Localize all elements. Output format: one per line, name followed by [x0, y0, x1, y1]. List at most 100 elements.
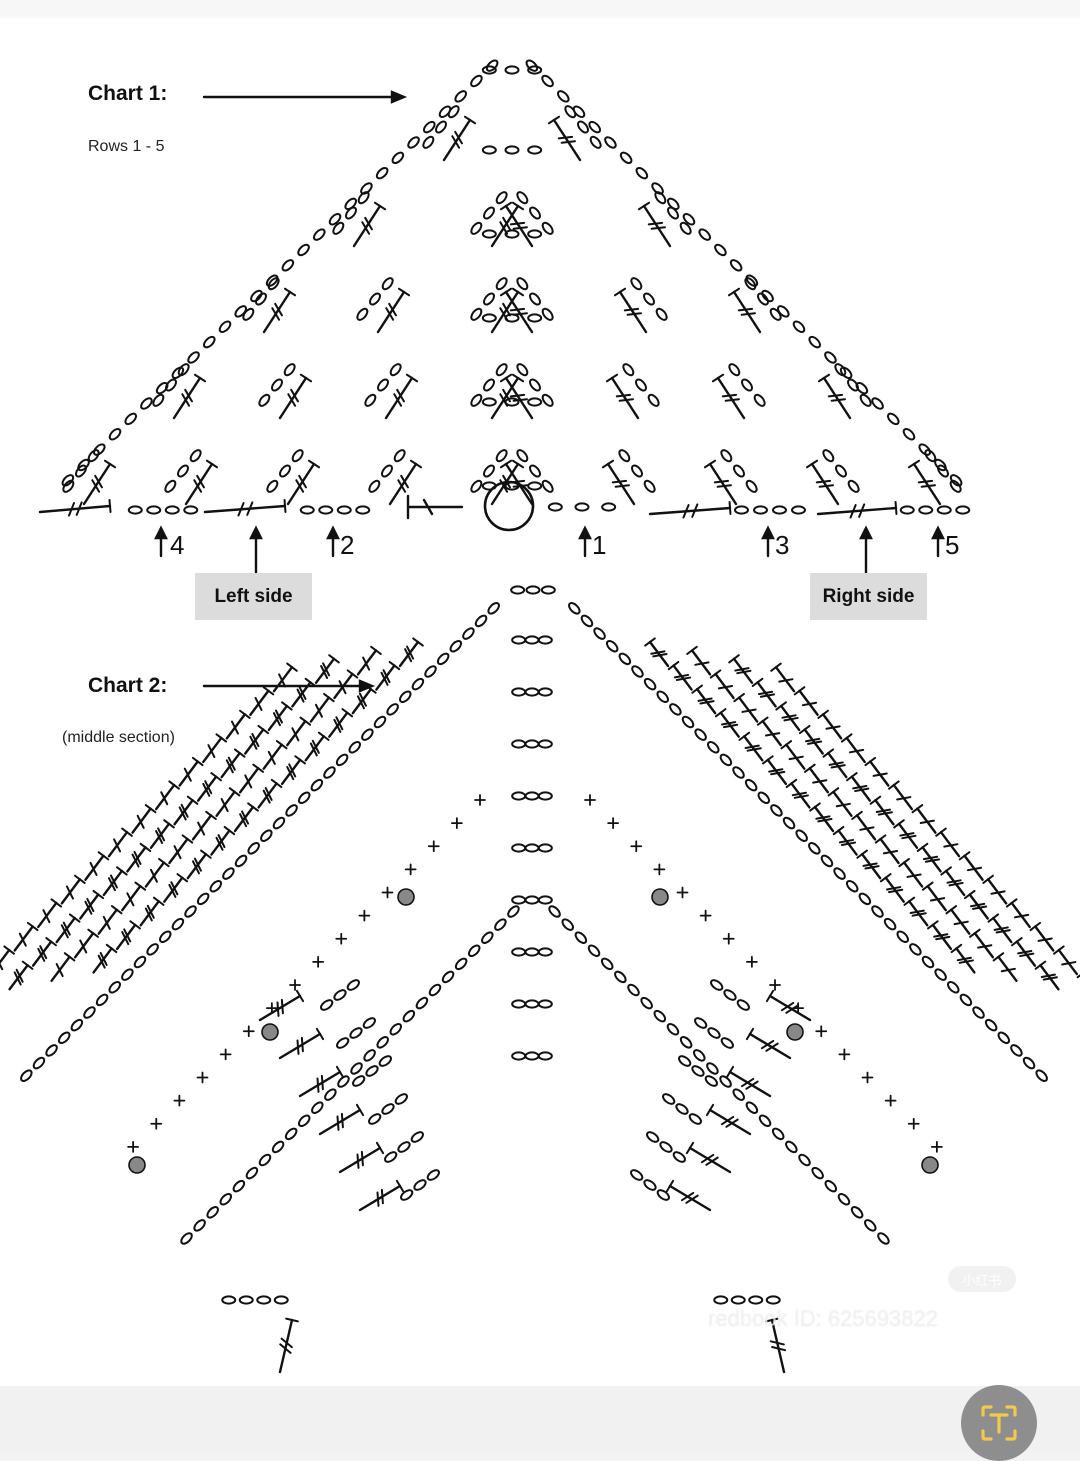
- bobble-stitch: [397, 888, 415, 906]
- treble-stitch: [775, 701, 801, 732]
- chain-stitches: [710, 979, 750, 1011]
- chain-stitches: [481, 481, 543, 491]
- treble-stitch: [940, 866, 966, 897]
- treble-stitch: [238, 763, 264, 794]
- crochet-chart-canvas: [0, 18, 1080, 1386]
- treble-stitch: [131, 804, 157, 834]
- treble-stitch: [780, 740, 806, 770]
- chain-stitches: [822, 449, 860, 493]
- treble-stitch: [888, 780, 914, 811]
- single-crochet: [722, 932, 735, 945]
- chain-stitches: [646, 1131, 686, 1163]
- single-crochet: [474, 794, 486, 806]
- chain-stitches: [481, 229, 543, 239]
- chain-stitches: [481, 145, 543, 155]
- treble-stitch: [490, 459, 525, 506]
- treble-stitch: [874, 834, 900, 865]
- single-crochet: [173, 1094, 186, 1107]
- chain-stitches: [720, 449, 758, 493]
- treble-stitch: [982, 874, 1008, 905]
- treble-stitch: [832, 825, 858, 856]
- treble-stitch: [168, 834, 194, 865]
- treble-stitch: [727, 287, 762, 334]
- chain-stitches: [511, 947, 553, 957]
- row-label-1: 1: [592, 530, 607, 560]
- treble-stitch: [756, 716, 782, 747]
- treble-stitch: [751, 677, 777, 708]
- chain-stitches: [511, 895, 553, 905]
- chain-stitches: [368, 449, 406, 493]
- treble-stitch: [186, 849, 212, 880]
- single-crochet: [265, 1002, 278, 1015]
- treble-stitch: [154, 780, 180, 811]
- chain-stitches: [899, 505, 971, 515]
- treble-stitch: [864, 756, 890, 787]
- treble-stitch: [851, 810, 877, 841]
- treble-stitch: [499, 373, 534, 420]
- treble-stitch: [637, 201, 672, 248]
- treble-stitch: [272, 662, 298, 693]
- single-crochet: [150, 1117, 163, 1130]
- treble-stitch: [278, 1027, 325, 1060]
- text-recognition-button[interactable]: [961, 1385, 1037, 1461]
- single-crochet: [381, 886, 394, 899]
- chain-stitches: [511, 687, 553, 697]
- treble-stitch: [921, 881, 947, 912]
- treble-stitch: [278, 1317, 299, 1374]
- treble-stitch: [215, 787, 241, 818]
- left-side-text: Left side: [214, 585, 293, 607]
- right-side-text: Right side: [822, 585, 915, 607]
- treble-stitch: [705, 1103, 752, 1136]
- watermark-badge: 小红书: [948, 1266, 1016, 1292]
- chain-stitches: [728, 363, 766, 407]
- treble-stitch: [144, 857, 170, 888]
- treble-stitch: [869, 795, 895, 826]
- chain-stitches: [547, 502, 617, 512]
- treble-stitch: [987, 913, 1013, 944]
- chain-stitches: [511, 843, 553, 853]
- chain-stitches: [352, 1055, 392, 1087]
- treble-stitch: [388, 459, 423, 506]
- treble-stitch: [728, 654, 754, 684]
- chain-stitches: [266, 449, 304, 493]
- treble-stitch: [765, 1317, 787, 1374]
- chain-stitches: [481, 313, 543, 323]
- treble-stitch: [8, 960, 34, 991]
- treble-stitch: [762, 755, 788, 786]
- single-crochet: [427, 840, 440, 853]
- single-crochet: [699, 909, 712, 922]
- single-crochet: [630, 840, 643, 853]
- treble-stitch: [304, 731, 330, 762]
- chain-stitches: [481, 397, 543, 407]
- treble-stitch: [286, 716, 312, 747]
- single-crochet: [450, 817, 463, 830]
- row-label-5: 5: [945, 530, 960, 560]
- chain-stitches: [384, 1131, 424, 1163]
- chain-stitches: [734, 505, 806, 515]
- single-crochet: [358, 909, 371, 922]
- treble-stitch: [1011, 937, 1037, 967]
- treble-stitch: [375, 660, 401, 691]
- chain-stitches: [127, 505, 199, 515]
- chain-stitches: [511, 791, 553, 801]
- single-crochet: [127, 1140, 140, 1153]
- treble-stitch: [935, 827, 961, 858]
- treble-stitch: [804, 763, 830, 794]
- chain-stitches: [481, 65, 543, 75]
- treble-stitch: [309, 692, 335, 723]
- treble-stitch: [280, 755, 306, 786]
- treble-stitch: [262, 740, 288, 770]
- treble-stitch: [291, 677, 317, 708]
- stitch-symbols: [0, 59, 1080, 1374]
- treble-stitch: [398, 637, 424, 668]
- treble-stitch: [115, 920, 141, 951]
- treble-stitch: [665, 1179, 712, 1212]
- chain-stitches: [516, 449, 554, 493]
- treble-stitch: [220, 748, 246, 779]
- single-crochet: [335, 932, 348, 945]
- single-crochet: [884, 1094, 897, 1107]
- treble-stitch: [817, 373, 852, 420]
- treble-stitch: [714, 708, 740, 738]
- treble-stitch: [13, 921, 39, 952]
- single-crochet: [769, 979, 781, 991]
